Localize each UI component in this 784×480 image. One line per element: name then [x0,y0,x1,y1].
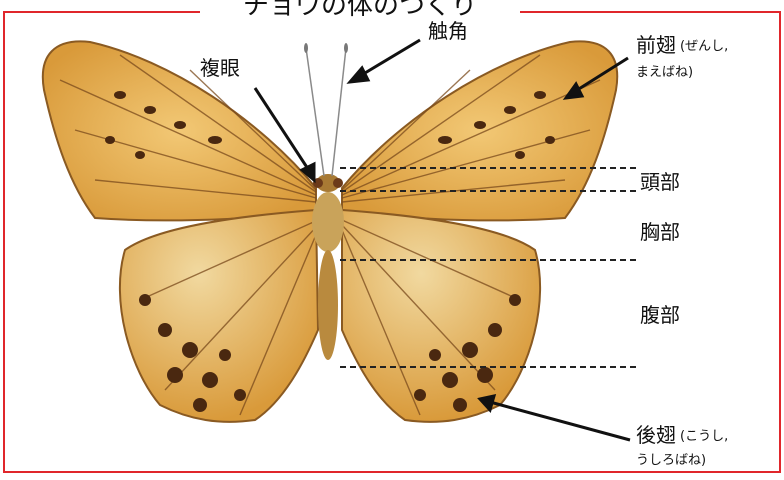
right-forewing [342,41,617,220]
label-forewing-reading: (ぜんし, [680,39,728,54]
label-forewing: 前翅 [636,33,676,57]
label-compound-eye: 複眼 [200,56,240,80]
diagram-title: チョウの体のつくり [243,0,477,21]
left-forewing [43,41,316,220]
label-forewing-reading2: まえばね) [636,65,693,80]
antenna-left [306,48,324,176]
antenna-right [332,48,346,176]
compound-eye-right [333,178,343,188]
label-head: 頭部 [640,170,680,194]
body-abdomen [318,250,338,360]
butterfly-photo [43,41,617,421]
label-hindwing-reading2: うしろばね) [636,453,706,468]
label-hindwing-reading: (こうし, [680,429,728,444]
label-thorax: 胸部 [640,220,680,244]
left-hindwing [120,210,318,422]
body-thorax [312,192,344,252]
label-abdomen: 腹部 [640,303,680,327]
right-hindwing [342,210,540,422]
label-antenna: 触角 [428,19,468,43]
label-hindwing: 後翅 [636,423,676,447]
